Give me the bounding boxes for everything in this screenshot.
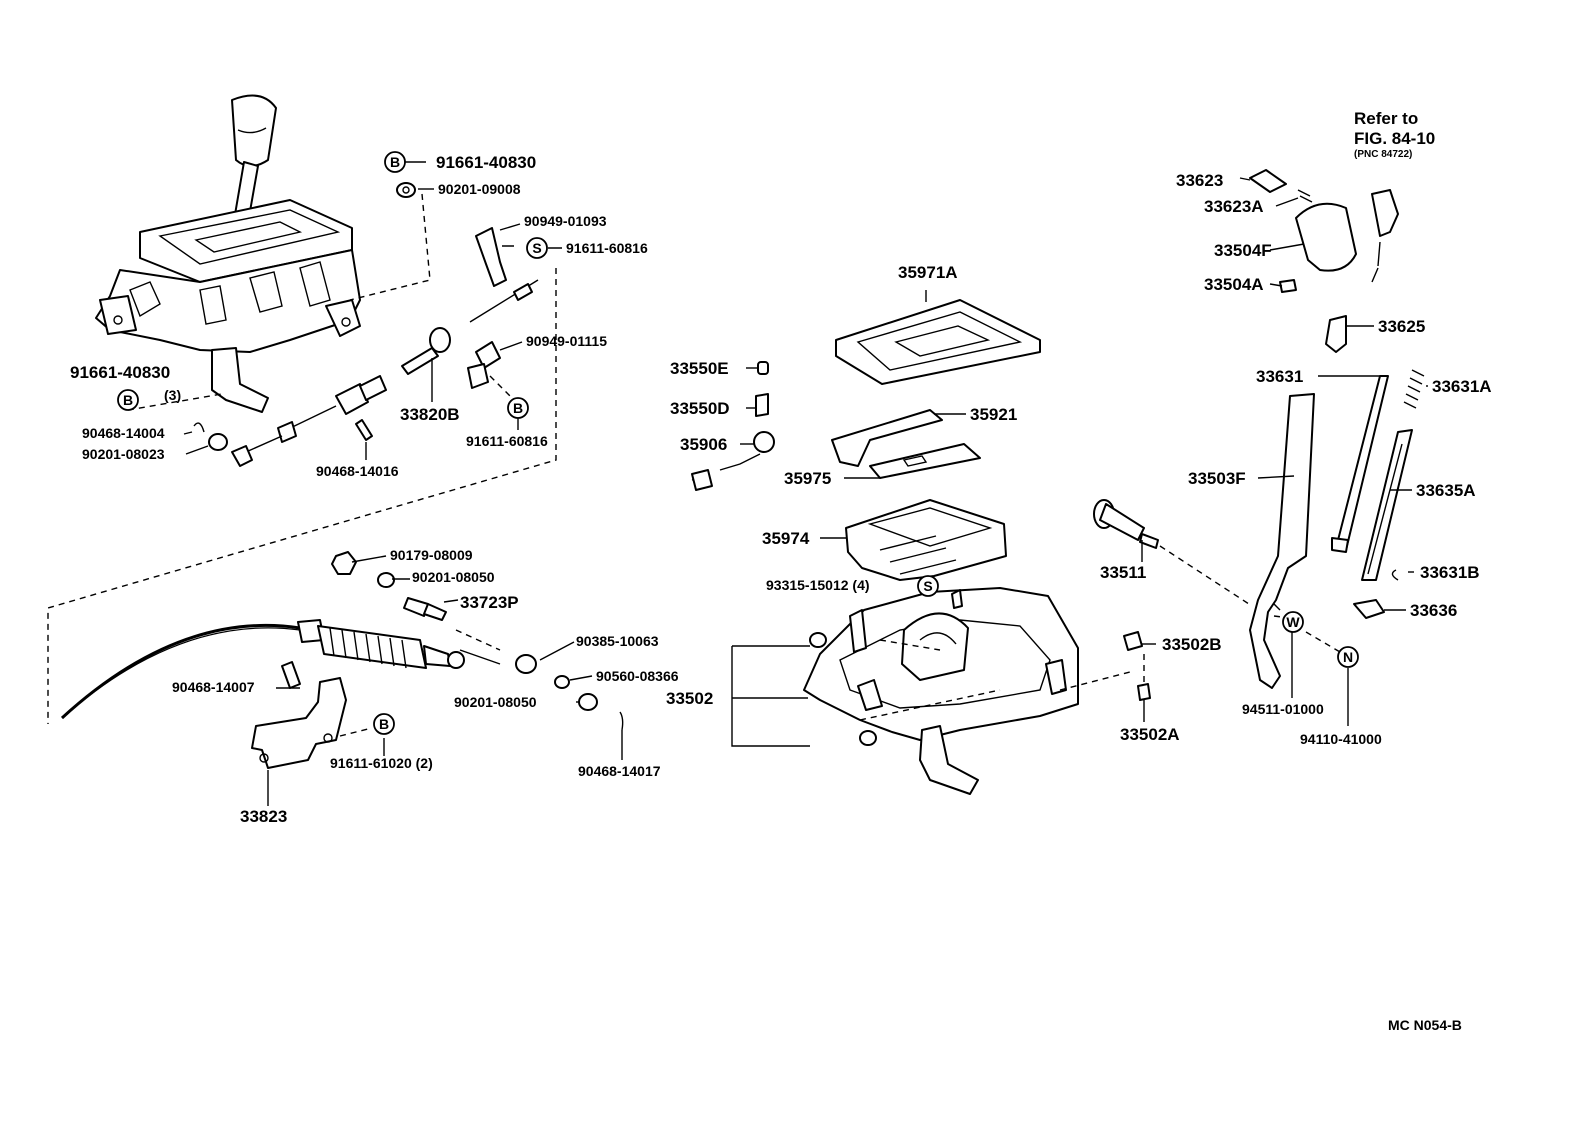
label-qty-3: (3) — [164, 387, 181, 403]
label-35906: 35906 — [680, 435, 727, 454]
washer-90201-09008 — [396, 182, 416, 198]
label-91661-40830-left: 91661-40830 — [70, 363, 170, 382]
part-33502B — [1123, 631, 1143, 651]
label-90468-14004: 90468-14004 — [82, 425, 165, 441]
label-35974: 35974 — [762, 529, 810, 548]
part-labels: 91661-40830 90201-09008 90949-01093 9161… — [70, 109, 1492, 1033]
label-33623: 33623 — [1176, 171, 1223, 190]
label-90201-08050-b: 90201-08050 — [454, 694, 537, 710]
label-33504A: 33504A — [1204, 275, 1264, 294]
shift-lever-assembly — [95, 94, 361, 413]
label-90949-01093: 90949-01093 — [524, 213, 607, 229]
badge-b-bottom: B — [373, 713, 395, 735]
label-33503F: 33503F — [1188, 469, 1246, 488]
svg-text:N: N — [1343, 649, 1353, 665]
label-33550D: 33550D — [670, 399, 730, 418]
badge-s-top: S — [526, 237, 548, 259]
shift-knob-assembly — [1249, 169, 1399, 353]
label-91661-40830-top: 91661-40830 — [436, 153, 536, 172]
label-35921: 35921 — [970, 405, 1017, 424]
label-90560-08366: 90560-08366 — [596, 668, 679, 684]
label-90468-14016: 90468-14016 — [316, 463, 399, 479]
svg-text:S: S — [532, 240, 541, 256]
clip-33631B — [1391, 569, 1399, 581]
label-33502A: 33502A — [1120, 725, 1180, 744]
label-33504F: 33504F — [1214, 241, 1272, 260]
pin-33511 — [1093, 499, 1159, 549]
label-33636: 33636 — [1410, 601, 1457, 620]
label-33820B: 33820B — [400, 405, 460, 424]
badge-s-center: S — [917, 575, 939, 597]
label-90468-14007: 90468-14007 — [172, 679, 255, 695]
shift-lever-33503F — [1249, 393, 1315, 689]
clip-90949-01093 — [475, 227, 507, 287]
label-33631B: 33631B — [1420, 563, 1480, 582]
spring-33631A — [1403, 369, 1425, 409]
label-94511-01000: 94511-01000 — [1242, 701, 1324, 717]
leader-lines — [183, 161, 1428, 806]
label-refer-to: Refer to — [1354, 109, 1418, 128]
badge-b-mid: B — [507, 397, 529, 419]
label-fig-84-10: FIG. 84-10 — [1354, 129, 1435, 148]
badge-n-right: N — [1337, 646, 1359, 668]
label-33502: 33502 — [666, 689, 713, 708]
svg-text:W: W — [1286, 614, 1300, 630]
svg-text:B: B — [379, 716, 389, 732]
svg-text:B: B — [390, 154, 400, 170]
label-33502B: 33502B — [1162, 635, 1222, 654]
label-91611-60816-mid: 91611-60816 — [466, 433, 548, 449]
guide-33635A — [1361, 429, 1413, 581]
label-33723P: 33723P — [460, 593, 519, 612]
label-33550E: 33550E — [670, 359, 729, 378]
label-33635A: 33635A — [1416, 481, 1476, 500]
badge-b-top: B — [384, 151, 406, 173]
svg-text:B: B — [123, 392, 133, 408]
label-93315-15012: 93315-15012 (4) — [766, 577, 870, 593]
label-90201-08023: 90201-08023 — [82, 446, 165, 462]
label-90385-10063: 90385-10063 — [576, 633, 659, 649]
indicator-housing-assembly — [691, 299, 1079, 795]
label-33511: 33511 — [1100, 563, 1146, 582]
label-35971A: 35971A — [898, 263, 958, 282]
control-cable-33820B — [193, 279, 539, 467]
label-33631A: 33631A — [1432, 377, 1492, 396]
badge-b-left: B — [117, 389, 139, 411]
svg-text:S: S — [923, 578, 932, 594]
svg-text:B: B — [513, 400, 523, 416]
label-94110-41000: 94110-41000 — [1300, 731, 1382, 747]
label-33625: 33625 — [1378, 317, 1425, 336]
label-pnc-84722: (PNC 84722) — [1354, 149, 1412, 160]
label-33623A: 33623A — [1204, 197, 1264, 216]
part-33636 — [1353, 599, 1385, 619]
label-90201-08050-a: 90201-08050 — [412, 569, 495, 585]
label-90949-01115: 90949-01115 — [526, 333, 607, 349]
rod-33631 — [1331, 375, 1389, 553]
badge-w-right: W — [1282, 611, 1304, 633]
label-91611-60816-top: 91611-60816 — [566, 240, 648, 256]
transmission-cable-assembly — [60, 551, 624, 769]
label-90201-09008: 90201-09008 — [438, 181, 521, 197]
label-90468-14017: 90468-14017 — [578, 763, 661, 779]
label-91611-61020: 91611-61020 (2) — [330, 755, 433, 771]
part-33502A — [1137, 683, 1151, 701]
label-33823: 33823 — [240, 807, 287, 826]
label-35975: 35975 — [784, 469, 831, 488]
label-33631: 33631 — [1256, 367, 1303, 386]
label-90179-08009: 90179-08009 — [390, 547, 473, 563]
label-figure-code: MC N054-B — [1388, 1017, 1462, 1033]
